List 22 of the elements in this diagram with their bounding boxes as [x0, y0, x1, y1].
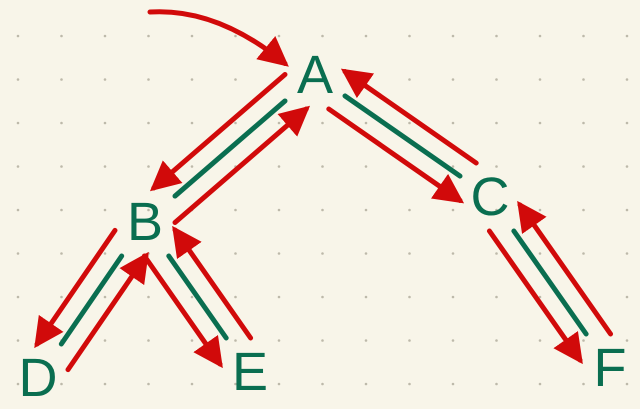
arrow — [172, 106, 310, 225]
node-letter: F — [580, 334, 640, 402]
arrow — [326, 106, 464, 204]
tree-edge — [166, 254, 229, 340]
node-letter: C — [460, 163, 520, 231]
tree-edge — [511, 228, 589, 336]
arrow — [66, 252, 149, 372]
node-letter: E — [220, 338, 280, 406]
arrow — [517, 200, 614, 336]
arrow — [34, 228, 118, 348]
arrow — [148, 9, 289, 67]
arrow — [150, 72, 288, 192]
tree-edge — [58, 254, 124, 346]
node-letter: B — [115, 188, 175, 256]
arrow — [486, 228, 583, 364]
arrow — [172, 226, 254, 340]
arrow — [142, 254, 223, 368]
node-letter: D — [8, 344, 68, 409]
tree-edge — [172, 98, 288, 199]
arrow — [340, 68, 479, 166]
tree-edge — [342, 93, 462, 179]
node-letter: A — [285, 41, 345, 109]
